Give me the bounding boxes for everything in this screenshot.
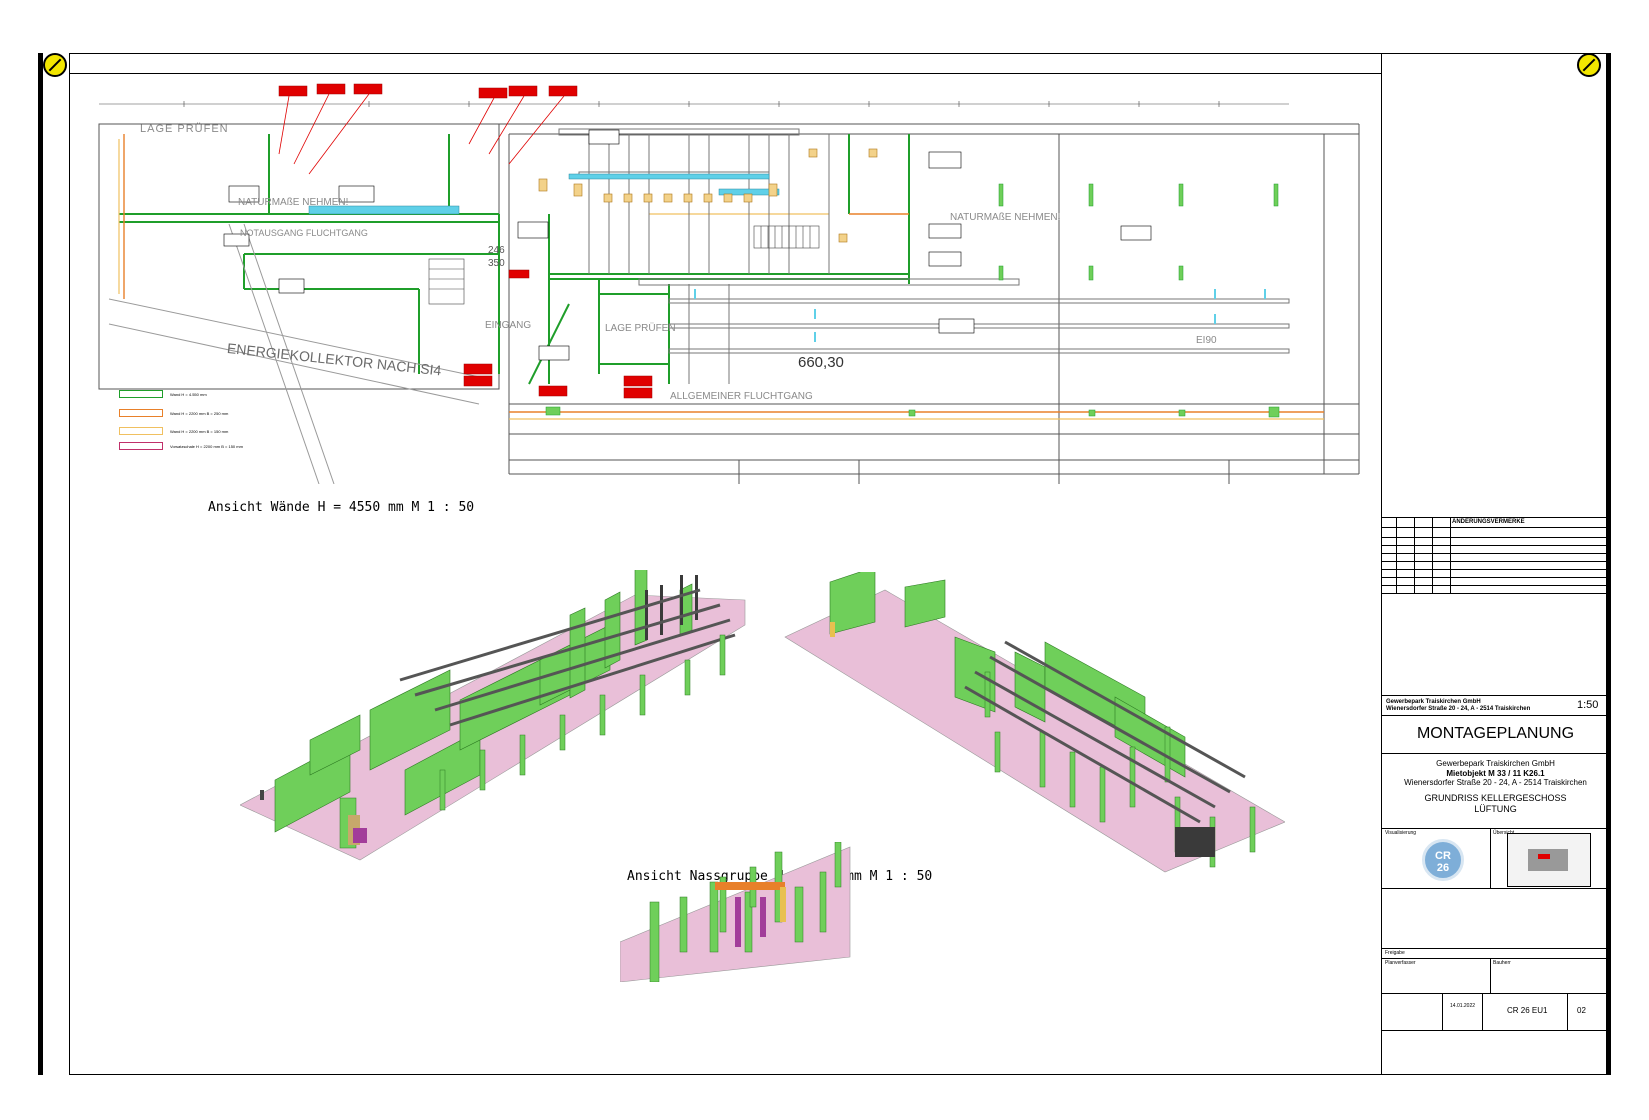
legend-text: Wand H = 2200 mm B = 150 mm xyxy=(170,429,229,434)
plan-index: 02 xyxy=(1577,1006,1586,1015)
revision-header: ÄNDERUNGSVERMERKE xyxy=(1452,519,1525,525)
label-bauherr: Bauherr xyxy=(1493,960,1511,966)
label-uebersicht: Übersicht xyxy=(1493,830,1515,836)
plan-label-lage-pruefen: LAGE PRÜFEN xyxy=(140,123,229,135)
overview-map-thumbnail xyxy=(1507,833,1591,887)
isometric-view-walls-left xyxy=(240,570,746,861)
plan-label-fluchtgang: ALLGEMEINER FLUCHTGANG xyxy=(670,391,813,402)
client-line: Wienersdorfer Straße 20 - 24, A - 2514 T… xyxy=(1386,706,1531,712)
label-visualisierung: Visualisierung xyxy=(1385,830,1417,836)
plan-number: CR 26 EU1 xyxy=(1507,1006,1548,1015)
plan-label-naturmasse: NATURMAßE NEHMEN! xyxy=(950,212,1061,223)
drawing-frame xyxy=(69,53,1608,1075)
legend-text: Wand H = 4.550 mm xyxy=(170,392,207,397)
plan-label-naturmasse: NATURMAßE NEHMEN! xyxy=(238,197,349,208)
legend-text: Vorsatzschale H = 2200 mm B = 150 mm xyxy=(170,444,243,449)
plan-area-value: 660,30 xyxy=(798,354,844,371)
plan-label-lage-pruefen: LAGE PRÜFEN xyxy=(605,323,676,334)
isometric-view-wet-group xyxy=(620,842,851,982)
right-edge-bar xyxy=(1606,53,1611,1075)
legend-text: Wand H = 2200 mm B = 250 mm xyxy=(170,411,229,416)
title-block: ÄNDERUNGSVERMERKE Gewerbepark Traiskirch… xyxy=(1381,53,1609,1075)
legend-swatch-yellow xyxy=(119,427,163,435)
plan-label-eingang: EINGANG xyxy=(485,320,532,331)
legend-swatch-magenta xyxy=(119,442,163,450)
plan-dimension: 246 xyxy=(488,245,505,256)
client-line: Gewerbepark Traiskirchen GmbH xyxy=(1386,699,1481,705)
registration-mark-icon xyxy=(1577,53,1601,77)
left-edge-bar xyxy=(38,53,43,1075)
legend-swatch-orange xyxy=(119,409,163,417)
drawing-title: LÜFTUNG xyxy=(1474,804,1517,814)
plan-dimension: 350 xyxy=(488,258,505,269)
plan-label-ei90: EI90 xyxy=(1196,335,1217,346)
label-freigabe: Freigabe xyxy=(1385,950,1405,956)
floor-plan xyxy=(98,83,1360,484)
legend-swatch-green xyxy=(119,390,163,398)
project-description: Mietobjekt M 33 / 11 K26.1 xyxy=(1446,769,1545,778)
plan-label-notausgang: NOTAUSGANG FLUCHTGANG xyxy=(240,228,368,238)
drawing-title: GRUNDRISS KELLERGESCHOSS xyxy=(1424,793,1567,803)
project-description: Gewerbepark Traiskirchen GmbH xyxy=(1436,759,1555,768)
label-planverfasser: Planverfasser xyxy=(1385,960,1416,966)
registration-mark-icon xyxy=(43,53,67,77)
plan-date: 14.01.2022 xyxy=(1450,1003,1476,1009)
scale-value: 1:50 xyxy=(1577,699,1599,711)
walls-view-label: Ansicht Wände H = 4550 mm M 1 : 50 xyxy=(208,500,475,515)
project-title: MONTAGEPLANUNG xyxy=(1416,725,1575,742)
top-ruler xyxy=(69,73,1381,74)
project-description: Wienersdorfer Straße 20 - 24, A - 2514 T… xyxy=(1404,778,1587,787)
isometric-view-walls-right xyxy=(784,572,1285,873)
